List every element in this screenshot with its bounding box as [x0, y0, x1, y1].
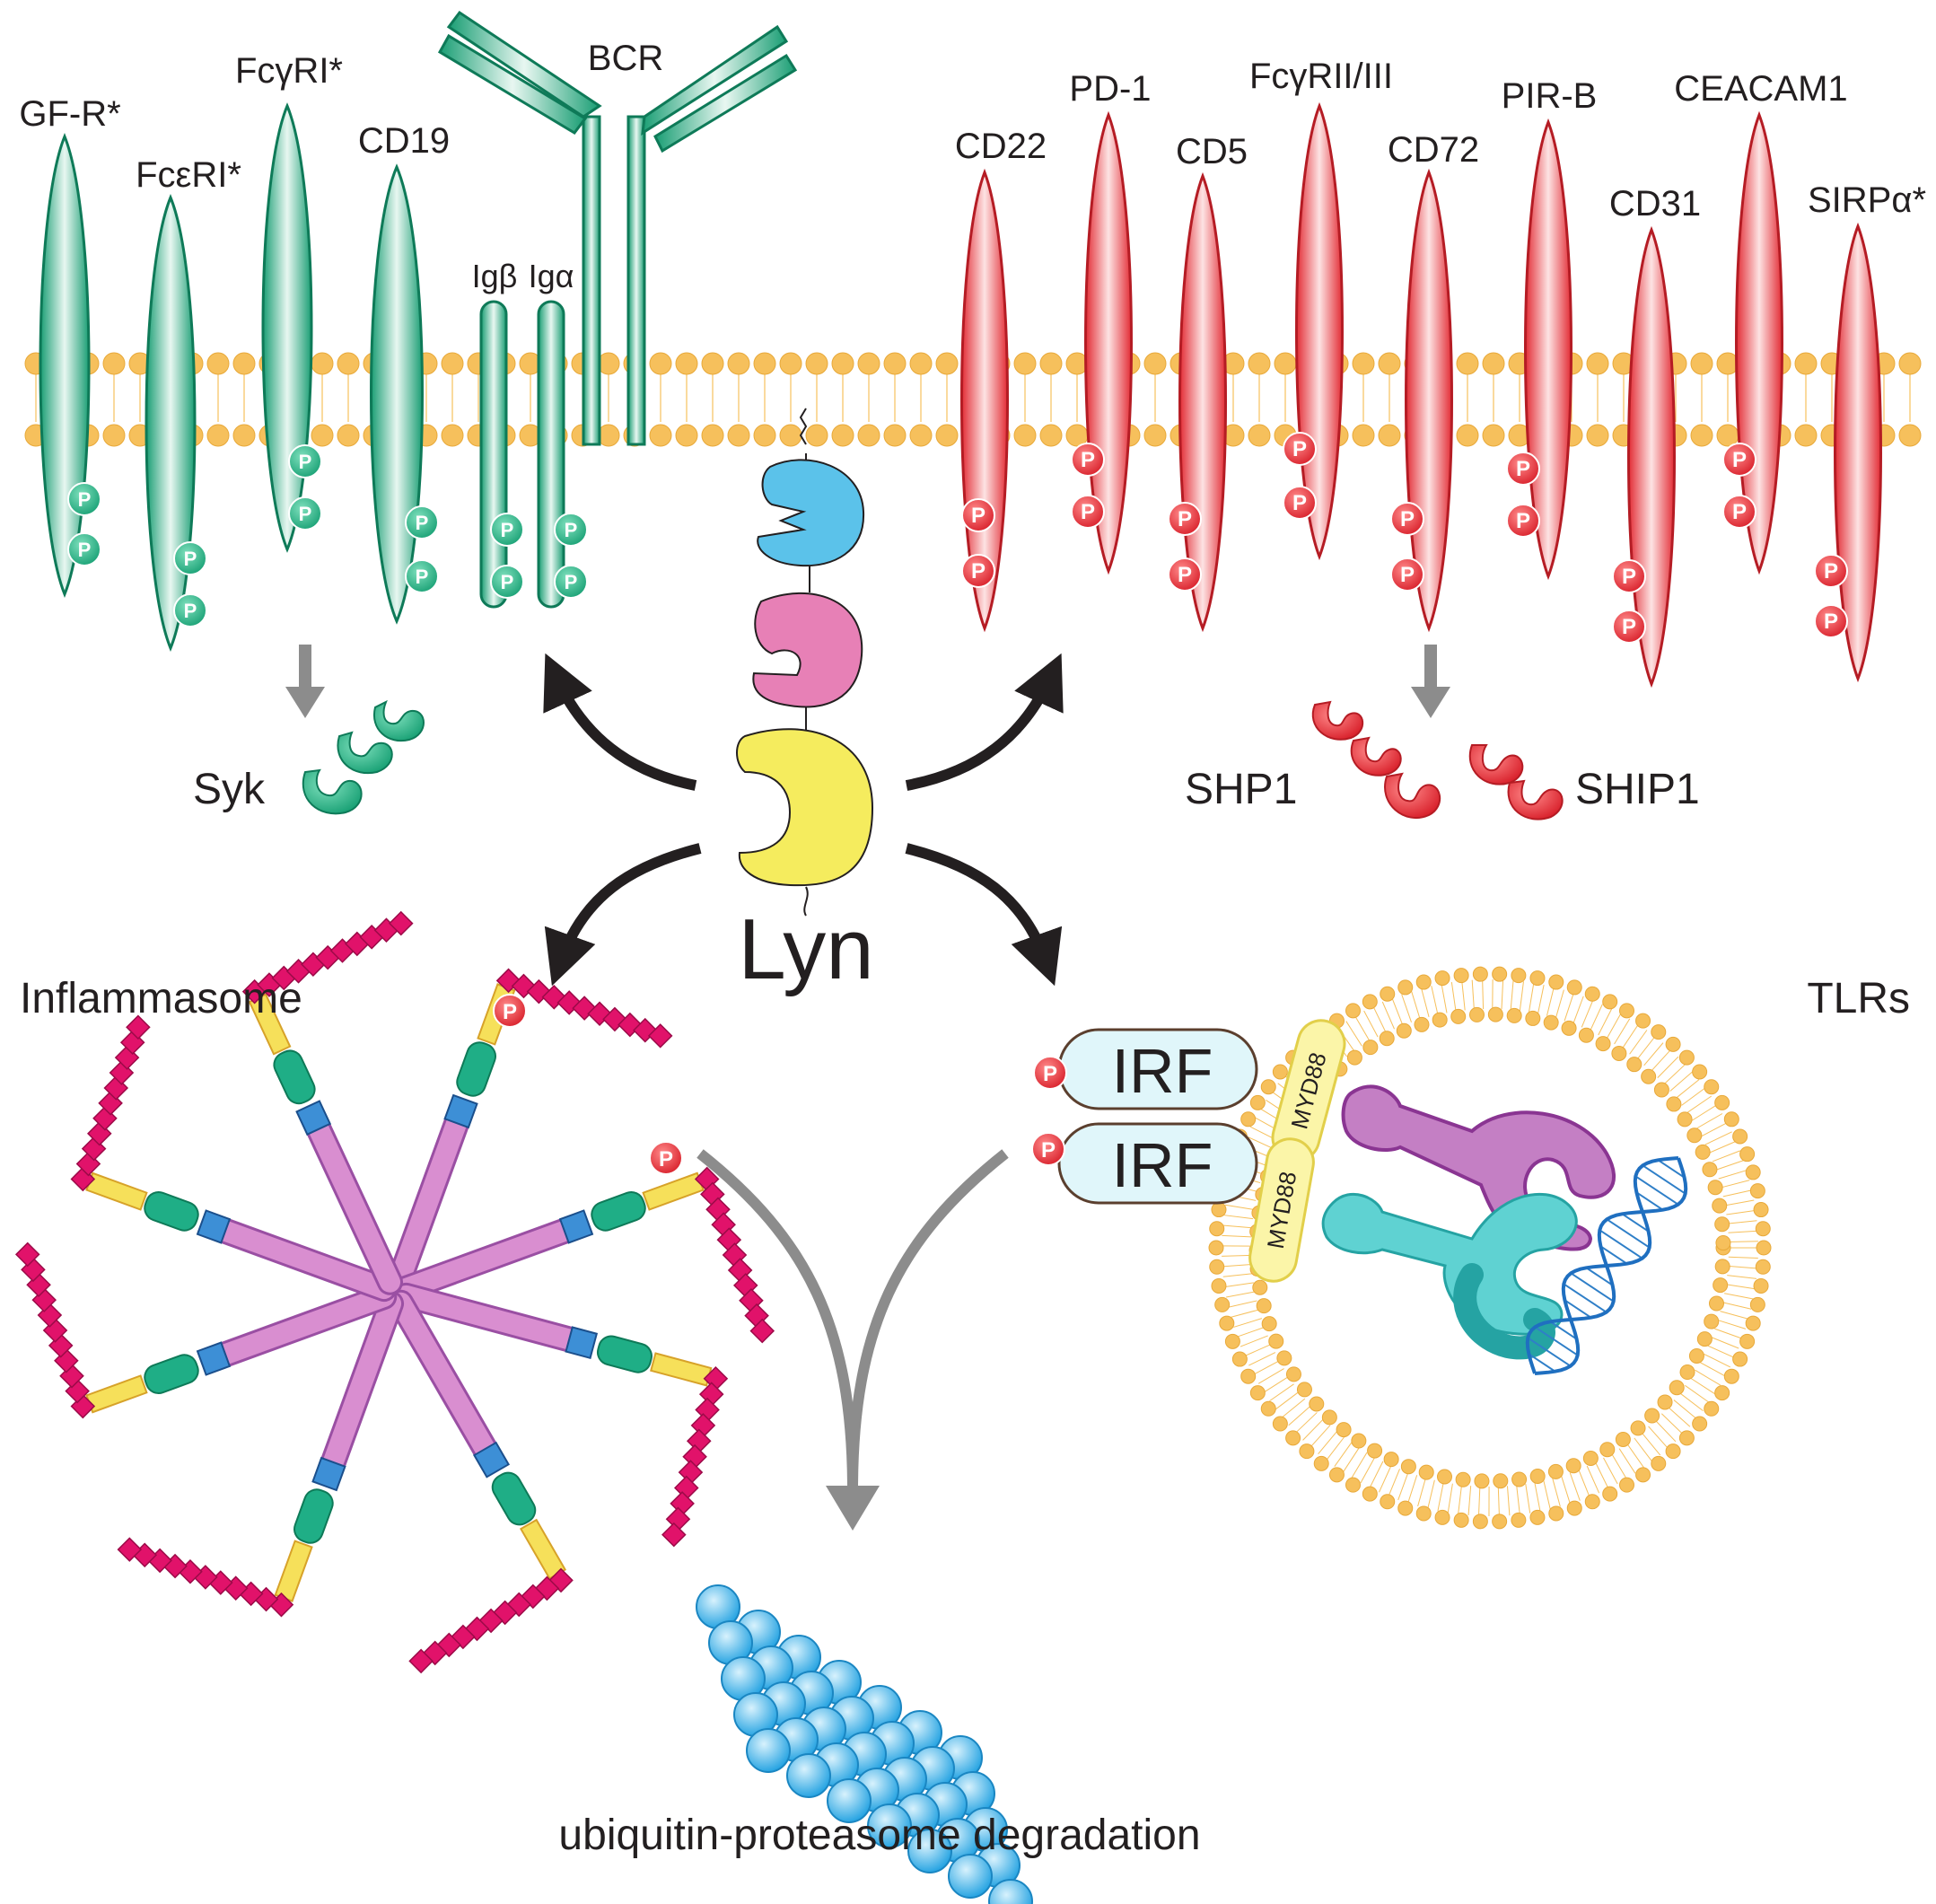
lyn-arrows	[543, 653, 1064, 987]
svg-text:P: P	[659, 1147, 673, 1171]
activating-receptor-labels: GF-R* FcεRI* FcγRI* CD19	[19, 51, 450, 195]
gfr-label: GF-R*	[19, 94, 120, 134]
cd31-label: CD31	[1609, 184, 1701, 224]
cd5-label: CD5	[1176, 132, 1248, 171]
svg-text:P: P	[1824, 610, 1838, 634]
svg-text:IRF: IRF	[1112, 1130, 1213, 1200]
lyn-sh2-domain	[752, 592, 863, 708]
svg-text:P: P	[1622, 565, 1636, 589]
fcgrii-iii-label: FcγRII/III	[1249, 57, 1393, 96]
pirb-label: PIR-B	[1502, 76, 1598, 116]
shp1-protein: SHP1	[1185, 700, 1441, 820]
svg-text:P: P	[1081, 500, 1095, 524]
svg-text:P: P	[1292, 491, 1307, 515]
arrow-to-inhibitory	[905, 653, 1064, 791]
svg-text:P: P	[1400, 563, 1415, 587]
ship1-protein: SHIP1	[1468, 744, 1700, 820]
svg-text:P: P	[1178, 507, 1192, 531]
syk-label: Syk	[193, 766, 266, 813]
ig-alpha-label: Igα	[529, 258, 574, 294]
svg-text:IRF: IRF	[1112, 1036, 1213, 1106]
grey-arrows	[285, 645, 1450, 718]
proteasome	[696, 1584, 1033, 1904]
inflammasome-phospho-1: P	[493, 994, 527, 1028]
myd88-lower: MYD88	[1248, 1137, 1315, 1283]
svg-text:P: P	[501, 571, 514, 593]
svg-text:P: P	[503, 1000, 517, 1024]
svg-text:P: P	[78, 539, 92, 561]
ceacam1-label: CEACAM1	[1674, 69, 1847, 109]
arrow-to-inflammasome	[544, 843, 702, 987]
svg-text:P: P	[1043, 1062, 1057, 1086]
dna-helix	[1525, 1156, 1688, 1375]
irf-lower: IRF	[1057, 1122, 1258, 1205]
svg-text:P: P	[299, 451, 312, 473]
phosphorylation-sites: P P P P P P P P P P P P P P P P P P P P P P P P P P P P P P	[67, 432, 1848, 644]
svg-text:P: P	[1041, 1138, 1056, 1163]
fcgri-label: FcγRI*	[235, 51, 343, 91]
bcr-receptor: BCR	[437, 10, 798, 446]
svg-text:P: P	[184, 548, 197, 570]
lyn-kinase: Lyn	[736, 408, 874, 997]
sirpa-label: SIRPα*	[1808, 180, 1926, 220]
svg-text:P: P	[416, 512, 429, 534]
svg-text:P: P	[971, 504, 986, 528]
tlr-cyan	[1321, 1192, 1578, 1336]
svg-text:P: P	[1516, 509, 1530, 533]
svg-text:P: P	[78, 488, 92, 511]
lyn-sh3-domain	[757, 459, 865, 567]
lyn-kinase-domain	[736, 728, 874, 887]
inhibitory-receptor-labels: CD22 PD-1 CD5 FcγRII/III CD72 PIR-B CD31…	[955, 57, 1926, 224]
svg-text:P: P	[416, 566, 429, 588]
myd88-upper: MYD88	[1271, 1019, 1346, 1163]
convergence-arrow	[696, 1149, 1009, 1531]
inhibitory-receptors	[960, 101, 1882, 689]
svg-text:P: P	[1732, 500, 1747, 524]
tlr-purple	[1341, 1084, 1616, 1251]
svg-text:P: P	[1400, 507, 1415, 531]
fceri-label: FcεRI*	[136, 155, 241, 195]
ig-beta-label: Igβ	[472, 258, 518, 294]
svg-text:P: P	[1622, 615, 1636, 639]
endosome-membrane	[1208, 966, 1772, 1530]
inflammasome-phospho-2: P	[649, 1141, 683, 1175]
svg-text:P: P	[1178, 563, 1192, 587]
arrow-to-activating	[543, 653, 697, 791]
irf-upper: IRF	[1057, 1028, 1258, 1110]
svg-text:P: P	[184, 600, 197, 622]
svg-text:P: P	[501, 519, 514, 541]
tlrs-label: TLRs	[1807, 975, 1910, 1022]
cd19-label: CD19	[358, 121, 450, 161]
cd72-label: CD72	[1388, 130, 1479, 170]
svg-text:P: P	[1292, 437, 1307, 461]
svg-text:P: P	[565, 571, 578, 593]
inflammasome-complex	[14, 910, 775, 1674]
irf-phospho-2: P	[1031, 1132, 1065, 1166]
irf-complex: IRF IRF P P	[1031, 1028, 1258, 1205]
svg-text:P: P	[1732, 448, 1747, 472]
svg-text:P: P	[299, 503, 312, 525]
svg-text:P: P	[1824, 559, 1838, 583]
shp1-label: SHP1	[1185, 766, 1297, 813]
activating-receptors	[39, 102, 424, 652]
degradation-label: ubiquitin-proteasome degradation	[558, 1812, 1200, 1859]
irf-phospho-1: P	[1033, 1056, 1067, 1090]
bcr-label: BCR	[588, 39, 663, 78]
tlr-receptors	[1321, 1084, 1616, 1360]
svg-text:P: P	[1081, 448, 1095, 472]
cd22-label: CD22	[955, 127, 1047, 166]
syk-protein: Syk	[193, 699, 425, 815]
pd1-label: PD-1	[1069, 69, 1151, 109]
lyn-label: Lyn	[738, 901, 873, 997]
inflammasome-label: Inflammasome	[20, 975, 302, 1022]
svg-text:P: P	[971, 559, 986, 583]
ship1-label: SHIP1	[1575, 766, 1700, 813]
svg-text:P: P	[1516, 457, 1530, 481]
svg-text:P: P	[565, 519, 578, 541]
arrow-to-tlrs	[905, 843, 1063, 987]
